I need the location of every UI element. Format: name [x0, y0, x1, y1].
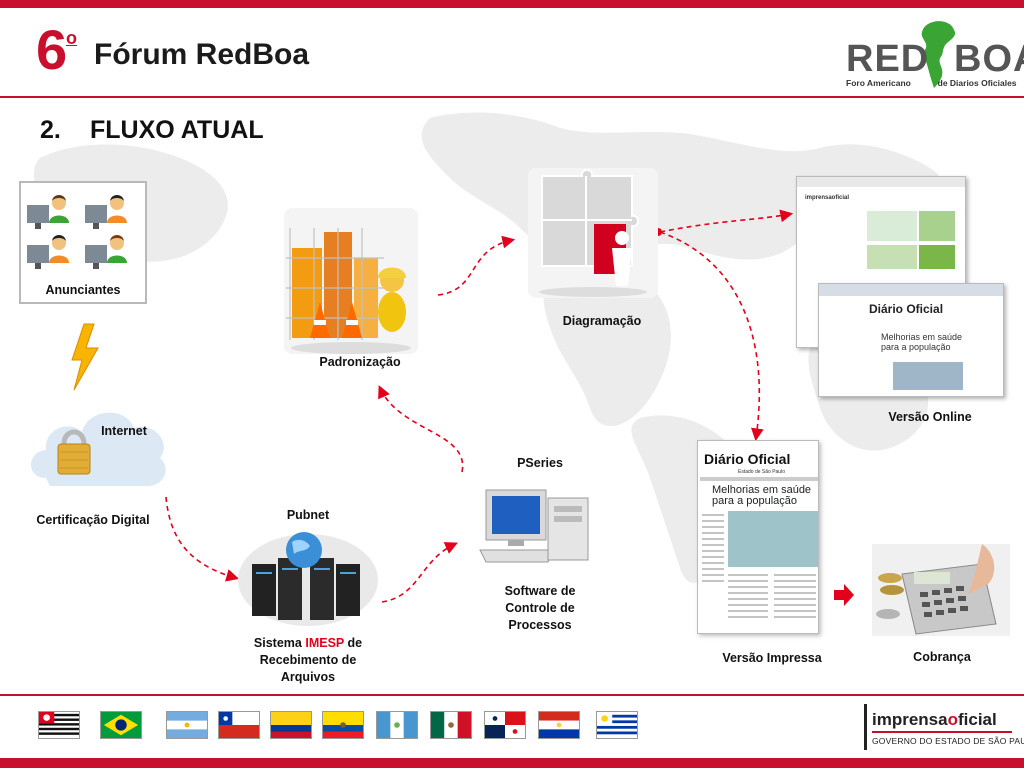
browser-chrome [819, 284, 1003, 296]
sistema-label-line3: Arquivos [280, 670, 336, 684]
sistema-label-prefix: Sistema [253, 636, 302, 650]
section-title: FLUXO ATUAL [90, 116, 264, 144]
printed-headline-line2: para a população [712, 495, 798, 507]
lightning-icon [71, 323, 99, 391]
printed-rule [700, 477, 818, 481]
arrow-diagramacao-to-online [659, 209, 794, 233]
bottom-accent-bar [0, 758, 1024, 768]
printed-state: Estado de São Paulo [738, 469, 785, 475]
construction-icon [284, 208, 418, 354]
printed-text-block [728, 574, 816, 618]
logo-subtitle-left: Foro Americano [846, 78, 911, 88]
diagramacao-label: Diagramação [562, 314, 642, 328]
logo-bar [864, 704, 867, 750]
cobranca-label: Cobrança [913, 650, 971, 664]
sistema-label-line2: Recebimento de [259, 653, 357, 667]
printed-newspaper: Diário Oficial Estado de São Paulo Melho… [697, 440, 819, 634]
sistema-label-line1: Sistema IMESP de [232, 635, 384, 652]
flag-ecuador [322, 711, 364, 739]
site-banner-2 [919, 211, 955, 241]
arrow-diagramacao-to-impressa [659, 231, 764, 442]
top-accent-bar [0, 0, 1024, 8]
pubnet-label: Pubnet [286, 508, 330, 522]
versao-impressa-label: Versão Impressa [722, 651, 822, 665]
flag-paraguay [538, 711, 580, 739]
flag-guatemala [376, 711, 418, 739]
internet-cloud-lock-icon [31, 412, 166, 487]
flag-uruguay [596, 711, 638, 739]
edition-ordinal: o [66, 28, 77, 48]
sistema-label: Sistema IMESP de Recebimento de Arquivos [232, 635, 384, 686]
section-heading: 2. FLUXO ATUAL [40, 116, 264, 145]
pseries-label: PSeries [517, 456, 563, 470]
arrow-right-icon [834, 584, 854, 606]
online-headline: Melhorias em saúde para a população [881, 332, 962, 352]
site-banner-4 [919, 245, 955, 269]
online-headline-line2: para a população [881, 342, 951, 352]
redboa-logo: RED BOA Foro Americano de Diarios Oficia… [846, 18, 1024, 90]
arrow-pseries-to-padronizacao [378, 385, 464, 473]
software-label-line1: Software de [504, 584, 576, 598]
software-label: Software de Controle de Processos [484, 583, 596, 634]
online-photo [893, 362, 963, 390]
logo-subtitle: GOVERNO DO ESTADO DE SÃO PAULO [872, 736, 1024, 746]
sistema-label-highlight: IMESP [305, 636, 345, 650]
flag-mexico [430, 711, 472, 739]
flag-colombia [270, 711, 312, 739]
puzzle-icon [528, 168, 658, 298]
flag-sao-paulo [38, 711, 80, 739]
arrow-pubnet-to-pseries [381, 542, 458, 603]
logo-subtitle: Foro Americano de Diarios Oficiales [846, 78, 1017, 88]
browser-toolbar [797, 177, 965, 187]
site-banner-1 [867, 211, 917, 241]
footer-divider [0, 694, 1024, 696]
logo-underline [872, 731, 1012, 733]
anunciantes-label: Anunciantes [45, 283, 121, 297]
sistema-label-suffix: de [347, 636, 363, 650]
page-title: Fórum RedBoa [94, 38, 310, 71]
software-label-line2: Controle de [505, 601, 575, 615]
printed-headline: Melhorias em saúde para a população [712, 485, 811, 507]
certificacao-label: Certificação Digital [36, 513, 150, 527]
imprensa-oficial-logo: imprensaoficial GOVERNO DO ESTADO DE SÃO… [864, 704, 1024, 750]
printed-photo [728, 511, 818, 567]
logo-suffix: ficial [957, 710, 997, 729]
server-globe-icon [238, 532, 378, 626]
header-divider [0, 96, 1024, 98]
header [0, 8, 1024, 96]
versao-online-label: Versão Online [888, 410, 972, 424]
logo-subtitle-right: de Diarios Oficiales [937, 78, 1017, 88]
flag-brasil [100, 711, 142, 739]
logo-name: imprensaoficial [872, 710, 997, 730]
online-headline-line1: Melhorias em saúde [881, 332, 963, 342]
anunciantes-card [19, 181, 147, 304]
arrow-padronizacao-to-diagramacao [437, 235, 516, 296]
printed-headline-line1: Melhorias em saúde [712, 484, 812, 496]
printed-masthead: Diário Oficial [704, 451, 791, 467]
online-masthead: Diário Oficial [869, 302, 944, 316]
flag-panama [484, 711, 526, 739]
calculator-coins-icon [872, 544, 1010, 636]
flag-argentina [166, 711, 208, 739]
printed-text-columns [702, 514, 724, 582]
logo-boa-text: BOA [954, 38, 1024, 80]
america-map-logo-icon [921, 21, 956, 88]
online-screenshot-front: Diário Oficial Melhorias em saúde para a… [818, 283, 1004, 397]
site-banner-3 [867, 245, 917, 269]
users-computers-icon [27, 195, 127, 269]
edition-number: 6 [36, 18, 67, 81]
padronizacao-label: Padronização [319, 355, 401, 369]
arrow-cert-to-pubnet [165, 496, 240, 582]
software-label-line3: Processos [508, 618, 572, 632]
section-number: 2. [40, 116, 61, 144]
flag-chile [218, 711, 260, 739]
logo-red-text: RED [846, 38, 930, 80]
logo-o: o [947, 710, 958, 729]
computer-icon [479, 489, 589, 563]
logo-prefix: imprensa [872, 710, 948, 729]
site-brand: imprensaoficial [805, 195, 850, 201]
internet-label: Internet [101, 424, 147, 438]
